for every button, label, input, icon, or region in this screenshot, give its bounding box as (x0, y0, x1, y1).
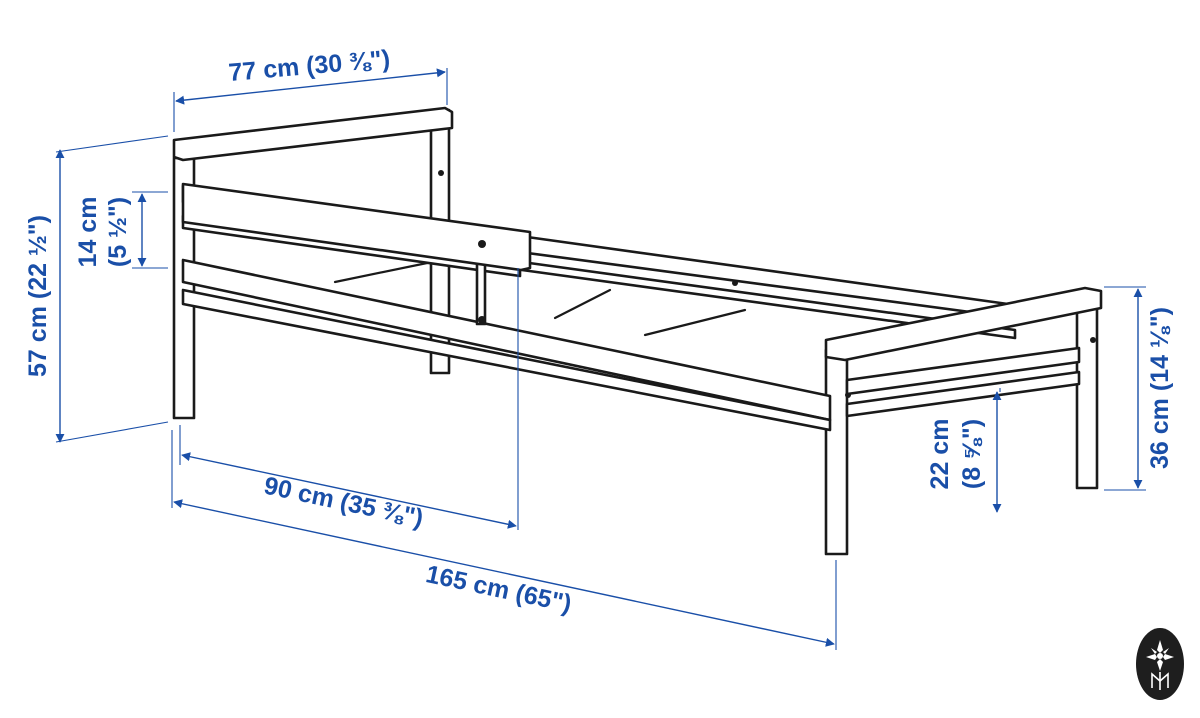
slat-3 (643, 308, 747, 337)
footboard-top (824, 286, 1103, 362)
far-rail-bolt (732, 280, 738, 286)
dimension-lines (55, 68, 1146, 650)
label-length: 165 cm (65") (423, 560, 574, 618)
headboard-top (172, 106, 454, 162)
foot-post-back (1075, 298, 1099, 490)
side-beam-near (181, 288, 832, 432)
label-total-height: 57 cm (22 ½") (24, 215, 52, 377)
dim-length (173, 499, 835, 647)
bed-frame (172, 106, 1103, 556)
ext-height-top (55, 135, 169, 153)
slat-2 (553, 288, 612, 320)
guard-post-bolt (478, 316, 486, 324)
ext-height-bottom (55, 421, 169, 443)
footboard-rail-lower (845, 370, 1081, 418)
footboard-rail-upper (845, 346, 1081, 396)
dim-width (175, 68, 446, 105)
label-rail-height-cm: 14 cm (74, 197, 102, 268)
label-clearance-cm: 22 cm (926, 419, 954, 490)
flower-emblem-icon (1136, 628, 1184, 700)
foot-post-back-bolt (1090, 337, 1096, 343)
label-rail-height-in: (5 ½") (104, 197, 132, 267)
slat-1 (333, 260, 434, 284)
guard-post (475, 260, 487, 326)
guard-rail-panel (181, 182, 532, 272)
label-foot-height: 36 cm (14 ⅛") (1146, 307, 1174, 469)
head-post-bolt (438, 170, 444, 176)
label-guard-length: 90 cm (35 ⅜") (262, 472, 426, 533)
label-clearance-in: (8 ⅝") (958, 419, 986, 489)
foot-post-front (824, 348, 849, 556)
guard-rail-bolt (478, 240, 486, 248)
